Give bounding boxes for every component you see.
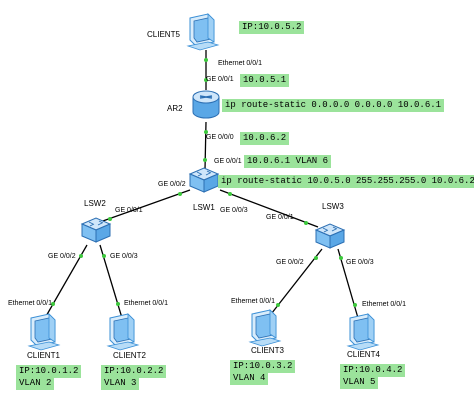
client3-ip-note: IP:10.0.3.2 (230, 360, 296, 373)
lsw3-right-port-label: GE 0/0/3 (346, 259, 374, 266)
port-dot (314, 256, 318, 260)
link-lsw1-lsw3 (219, 189, 319, 228)
port-dot (353, 303, 357, 307)
client2-port-label: Ethernet 0/0/1 (124, 300, 168, 307)
lsw2-right-port-label: GE 0/0/3 (110, 253, 138, 260)
ar2-top-port-label: GE 0/0/1 (206, 76, 234, 83)
computer-icon[interactable] (248, 308, 282, 348)
client5-label: CLIENT5 (147, 30, 180, 39)
lsw2-label: LSW2 (84, 199, 106, 208)
client1-label: CLIENT1 (27, 351, 60, 360)
lsw1-right-port-label: GE 0/0/3 (220, 207, 248, 214)
router-icon[interactable] (191, 88, 221, 120)
client3-port-label: Ethernet 0/0/1 (231, 298, 275, 305)
lsw3-label: LSW3 (322, 202, 344, 211)
lsw3-left-port-label: GE 0/0/2 (276, 259, 304, 266)
ar2-route-note: ip route-static 0.0.0.0 0.0.0.0 10.0.6.1 (222, 99, 445, 112)
client1-ip-note: IP:10.0.1.2 (16, 365, 82, 378)
port-dot (339, 256, 343, 260)
computer-icon[interactable] (186, 12, 220, 52)
client5-ip-note: IP:10.0.5.2 (239, 21, 305, 34)
lsw2-left-port-label: GE 0/0/2 (48, 253, 76, 260)
client5-port-label: Ethernet 0/0/1 (218, 60, 262, 67)
port-dot (204, 130, 208, 134)
client4-ip-note: IP:10.0.4.2 (340, 364, 406, 377)
computer-icon[interactable] (346, 312, 380, 352)
port-dot (51, 302, 55, 306)
lsw1-label: LSW1 (193, 203, 215, 212)
client1-port-label: Ethernet 0/0/1 (8, 300, 52, 307)
computer-icon[interactable] (106, 312, 140, 352)
port-dot (178, 192, 182, 196)
port-dot (228, 192, 232, 196)
port-dot (276, 303, 280, 307)
lsw1-left-port-label: GE 0/0/2 (158, 181, 186, 188)
port-dot (204, 78, 208, 82)
client1-vlan-note: VLAN 2 (16, 377, 55, 390)
computer-icon[interactable] (27, 312, 61, 352)
ar2-label: AR2 (167, 104, 183, 113)
client2-ip-note: IP:10.0.2.2 (101, 365, 167, 378)
lsw1-vlan-note: 10.0.6.1 VLAN 6 (244, 155, 332, 168)
client3-label: CLIENT3 (251, 346, 284, 355)
client2-label: CLIENT2 (113, 351, 146, 360)
lsw3-top-port-label: GE 0/0/1 (266, 214, 294, 221)
ar2-top-ip-note: 10.0.5.1 (240, 74, 290, 87)
lsw1-top-port-label: GE 0/0/1 (214, 158, 242, 165)
switch-icon[interactable] (188, 166, 220, 194)
client4-port-label: Ethernet 0/0/1 (362, 301, 406, 308)
ar2-bottom-ip-note: 10.0.6.2 (240, 132, 290, 145)
port-dot (108, 217, 112, 221)
lsw2-top-port-label: GE 0/0/1 (115, 207, 143, 214)
link-lsw1-lsw2 (99, 189, 191, 223)
client4-vlan-note: VLAN 5 (340, 376, 379, 389)
client2-vlan-note: VLAN 3 (101, 377, 140, 390)
client4-label: CLIENT4 (347, 350, 380, 359)
switch-icon[interactable] (314, 222, 346, 250)
port-dot (204, 58, 208, 62)
port-dot (304, 221, 308, 225)
ar2-bottom-port-label: GE 0/0/0 (206, 134, 234, 141)
switch-icon[interactable] (80, 216, 112, 244)
port-dot (203, 158, 207, 162)
client3-vlan-note: VLAN 4 (230, 372, 269, 385)
port-dot (79, 254, 83, 258)
port-dot (116, 302, 120, 306)
port-dot (102, 254, 106, 258)
link-ar2-lsw1 (204, 121, 207, 171)
lsw1-route-note: ip route-static 10.0.5.0 255.255.255.0 1… (218, 175, 474, 188)
